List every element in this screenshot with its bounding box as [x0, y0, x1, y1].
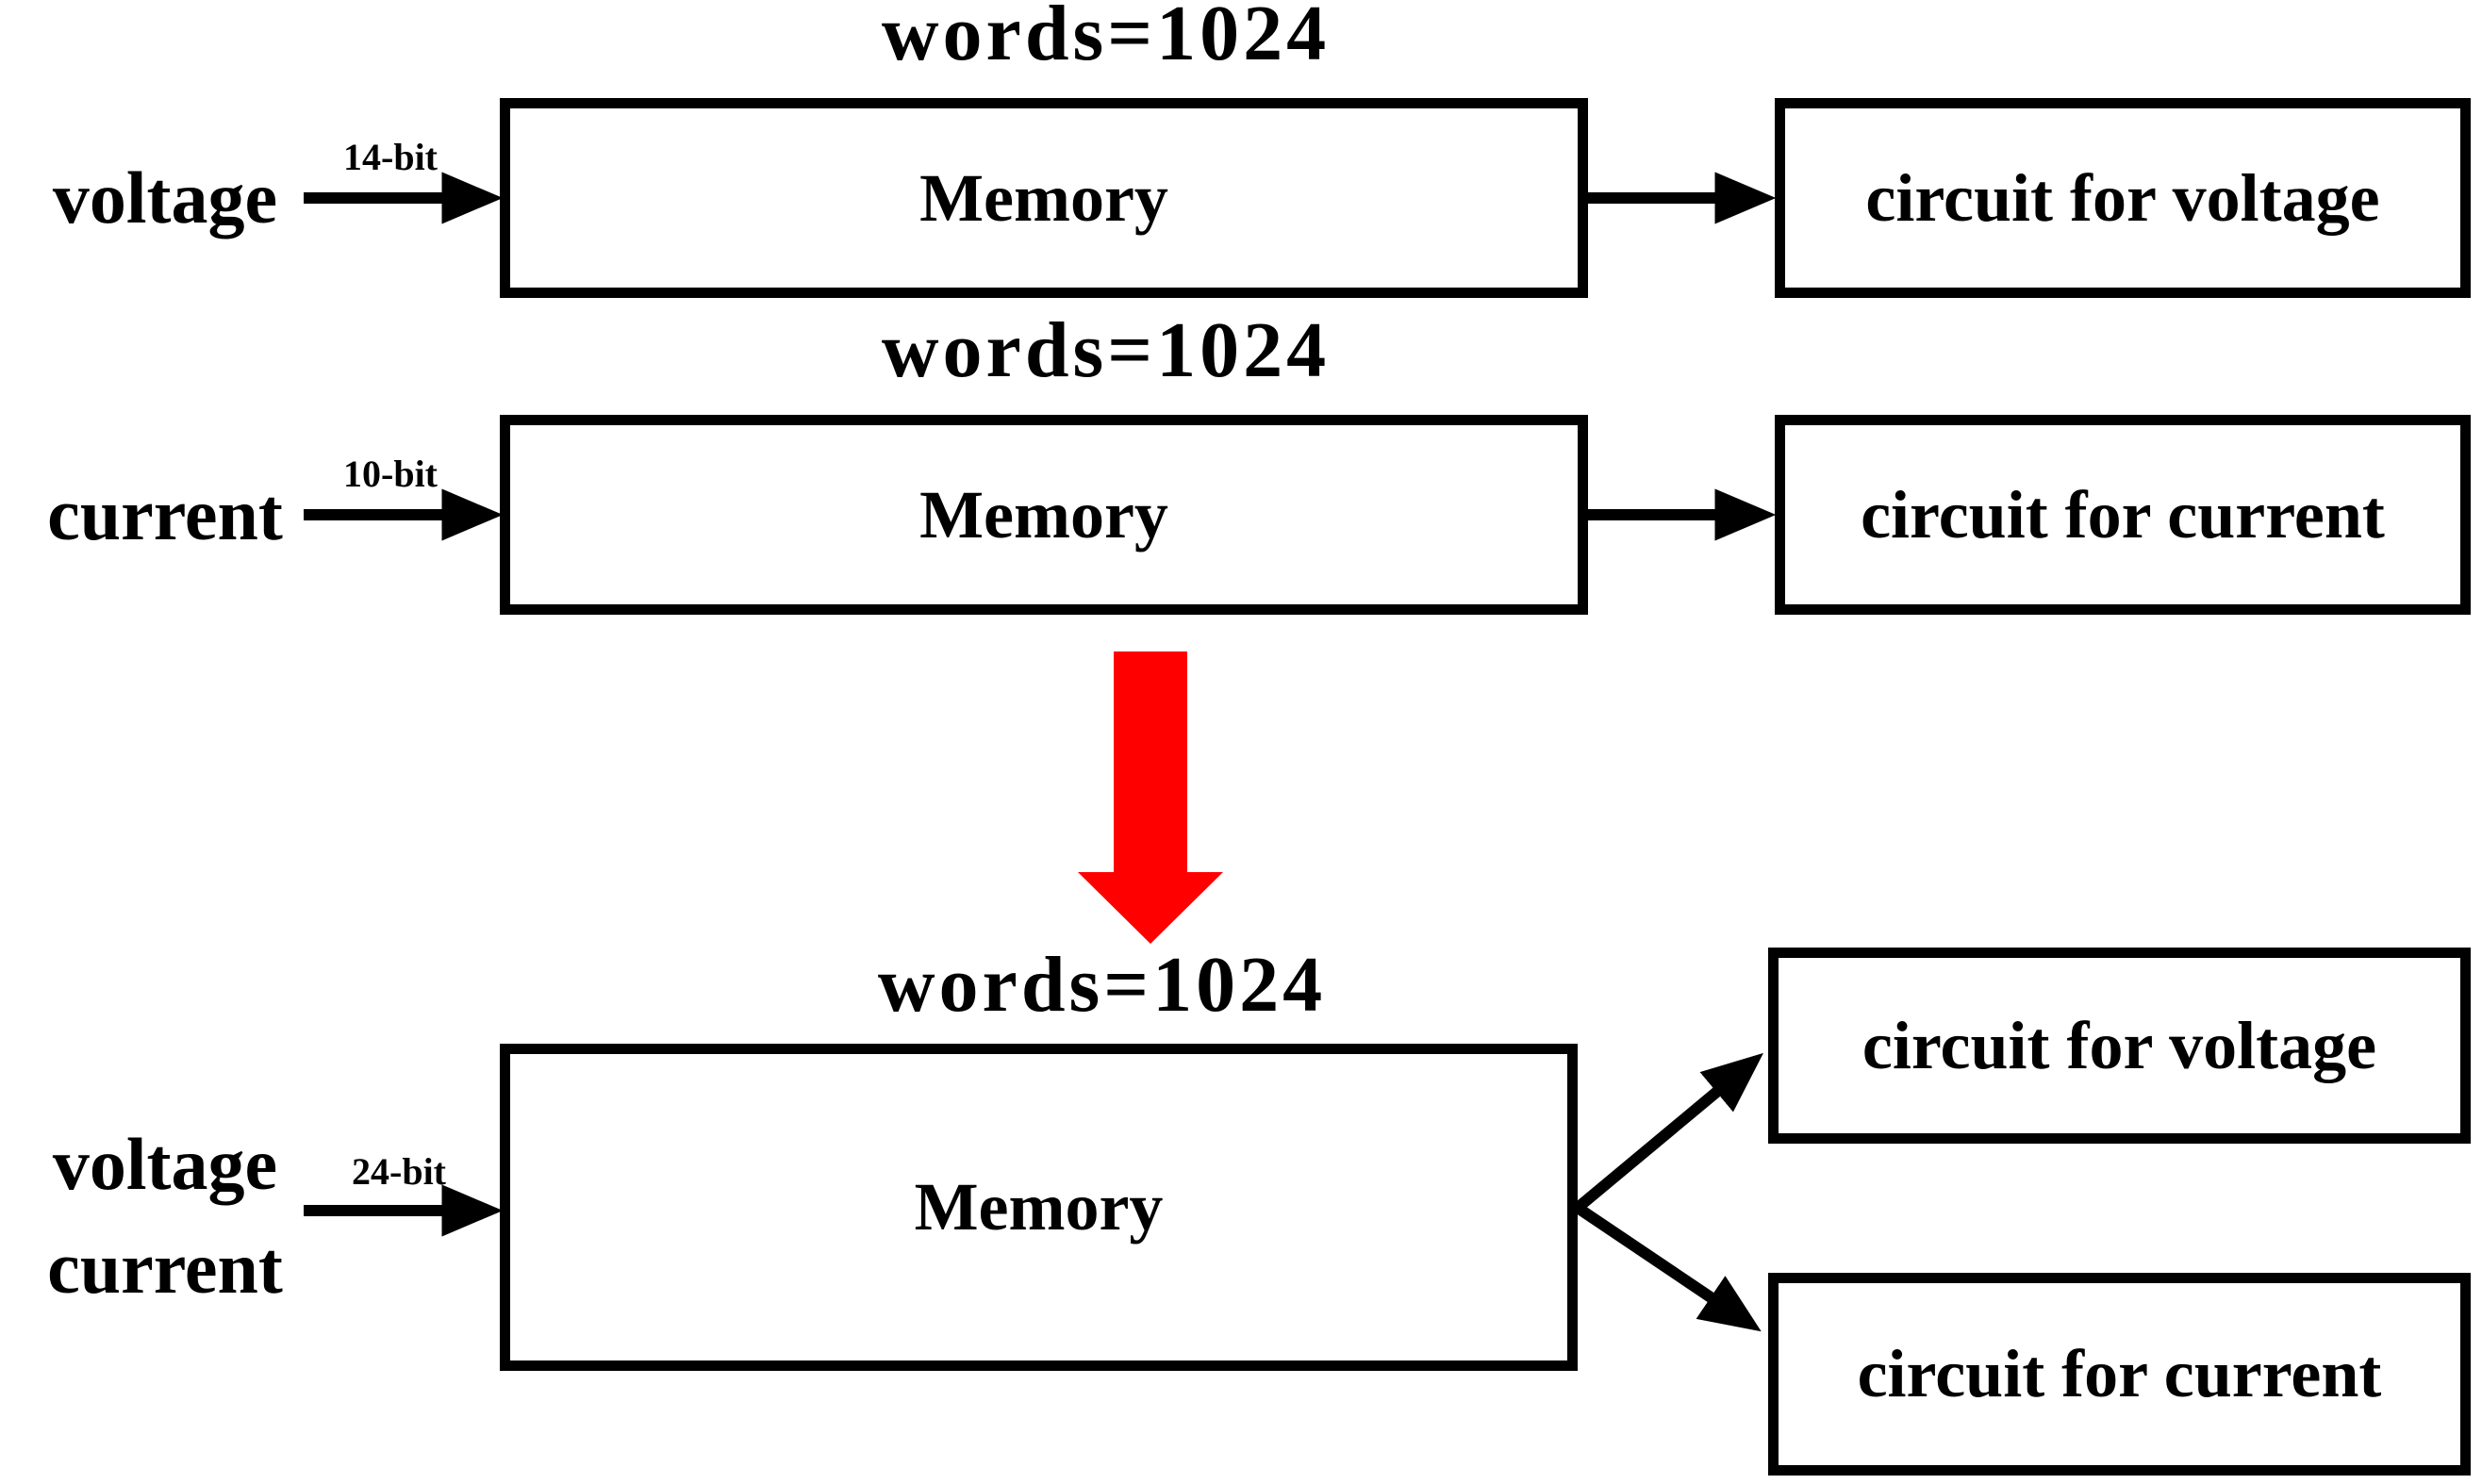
combined-input-label-voltage: voltage [52, 1123, 278, 1205]
memory-box-combined-label: Memory [914, 1169, 1164, 1245]
bus-width-label-24bit: 24-bit [352, 1150, 446, 1193]
bus-width-label-10bit: 10-bit [343, 453, 438, 495]
red-merge-down-arrow [1078, 651, 1223, 944]
circuit-for-voltage-box-top-label: circuit for voltage [1865, 159, 2380, 236]
combined-input-label: voltage current [19, 1113, 311, 1320]
memory-box-combined: Memory [500, 1044, 1578, 1371]
voltage-input-label: voltage [52, 157, 278, 239]
circuit-for-current-box-bottom: circuit for current [1768, 1273, 2471, 1476]
circuit-for-voltage-box-top: circuit for voltage [1775, 98, 2471, 298]
words-label-voltage-row: words=1024 [881, 0, 1331, 77]
memory-box-voltage-label: Memory [919, 159, 1168, 236]
words-label-combined-row: words=1024 [877, 941, 1327, 1029]
current-input-label: current [47, 473, 283, 555]
memory-box-current: Memory [500, 415, 1588, 615]
memory-box-voltage: Memory [500, 98, 1588, 298]
circuit-for-current-box-top: circuit for current [1775, 415, 2471, 615]
memory-box-current-label: Memory [919, 476, 1168, 552]
bus-width-label-14bit: 14-bit [343, 136, 438, 178]
combined-input-label-current: current [47, 1227, 283, 1309]
memory-to-current-circuit-arrow [1574, 1203, 1762, 1332]
words-label-current-row: words=1024 [881, 306, 1331, 394]
memory-to-voltage-circuit-arrow [1574, 1052, 1764, 1212]
circuit-for-voltage-box-bottom-label: circuit for voltage [1862, 1007, 2377, 1083]
circuit-for-current-box-bottom-label: circuit for current [1857, 1336, 2382, 1411]
circuit-for-voltage-box-bottom: circuit for voltage [1768, 948, 2471, 1144]
circuit-for-current-box-top-label: circuit for current [1861, 476, 2385, 552]
